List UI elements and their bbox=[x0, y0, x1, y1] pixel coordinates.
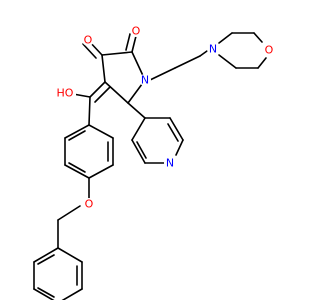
atom-n-morpholine-label: N bbox=[209, 43, 217, 56]
atom-hydroxyl-label: HO bbox=[57, 87, 74, 100]
bond bbox=[169, 117, 184, 141]
atom-o-lactam-label: O bbox=[84, 34, 93, 47]
bond bbox=[37, 287, 55, 298]
bond bbox=[149, 67, 176, 81]
bond bbox=[33, 247, 59, 263]
atom-o-lactam: O bbox=[82, 34, 94, 47]
atom-o-ether: O bbox=[83, 198, 95, 211]
bond bbox=[88, 124, 114, 139]
bond bbox=[89, 81, 106, 98]
bond bbox=[57, 205, 81, 221]
bond bbox=[68, 162, 86, 173]
bond bbox=[136, 141, 147, 159]
bond bbox=[68, 130, 86, 141]
bond bbox=[88, 96, 91, 126]
molecule-structure: O O HO N N O N O bbox=[33, 25, 275, 300]
atom-n-morpholine: N bbox=[207, 43, 219, 56]
atom-labels: O O HO N N O N O bbox=[54, 25, 275, 211]
atom-n-lactam: N bbox=[139, 74, 151, 87]
atom-n-lactam-label: N bbox=[141, 74, 149, 87]
bond bbox=[199, 50, 208, 57]
bond bbox=[82, 43, 97, 59]
bond bbox=[174, 55, 201, 69]
bond bbox=[127, 102, 146, 119]
bond-lines bbox=[33, 32, 267, 300]
atom-o-ketone: O bbox=[130, 25, 142, 38]
bond bbox=[64, 124, 90, 139]
atom-hydroxyl: HO bbox=[54, 86, 76, 100]
bond bbox=[37, 254, 55, 265]
bond bbox=[131, 117, 146, 141]
bond bbox=[94, 86, 111, 103]
bond bbox=[131, 139, 146, 164]
bond bbox=[61, 288, 83, 300]
bond bbox=[253, 32, 263, 43]
bond bbox=[101, 54, 106, 83]
bond bbox=[64, 164, 90, 179]
atom-n-pyridine-label: N bbox=[166, 157, 174, 170]
bond bbox=[175, 139, 184, 156]
bond bbox=[33, 288, 55, 300]
atom-n-pyridine: N bbox=[164, 157, 176, 170]
bond bbox=[131, 35, 137, 53]
atom-o-morpholine: O bbox=[263, 44, 275, 57]
bond bbox=[218, 54, 237, 69]
bond bbox=[257, 57, 267, 69]
bond bbox=[101, 51, 133, 56]
bond bbox=[88, 164, 114, 179]
bond bbox=[167, 123, 179, 142]
atom-o-morpholine-label: O bbox=[265, 44, 274, 57]
bond bbox=[125, 33, 131, 51]
bond bbox=[57, 247, 83, 263]
atom-o-ketone-label: O bbox=[132, 25, 141, 38]
atom-o-ether-label: O bbox=[85, 198, 94, 211]
bond bbox=[104, 81, 129, 104]
bond bbox=[218, 32, 233, 44]
